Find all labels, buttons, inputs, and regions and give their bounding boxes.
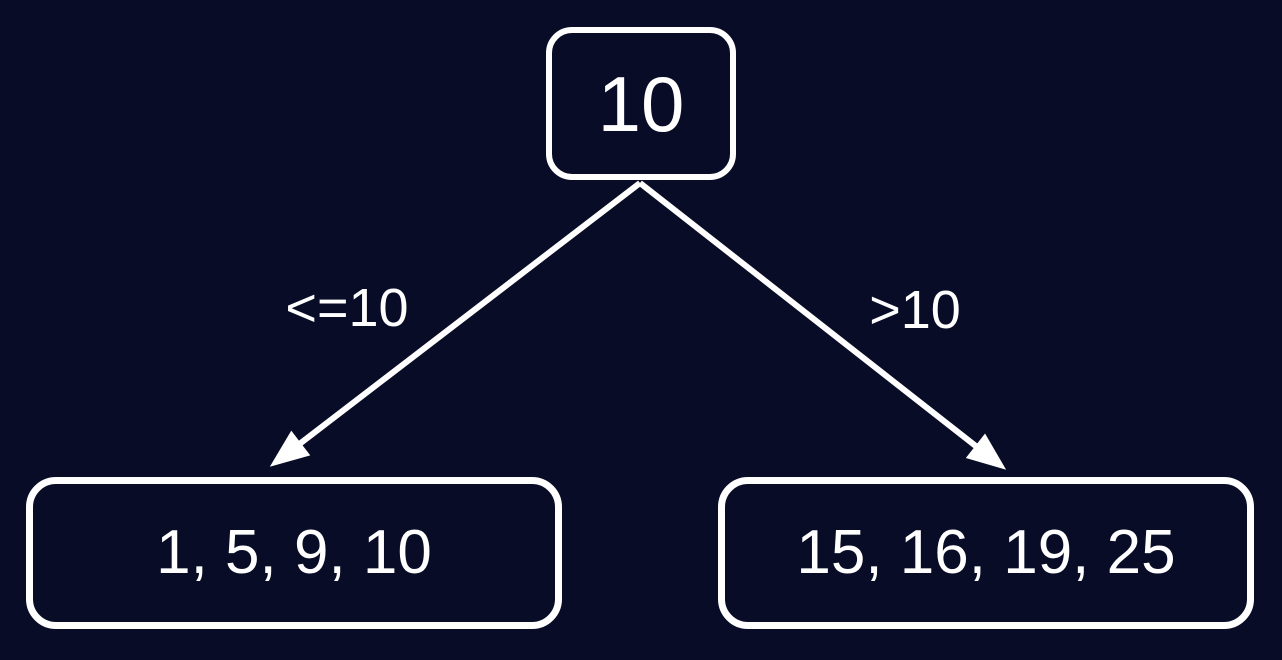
- left-leaf-label: 1, 5, 9, 10: [156, 518, 432, 587]
- right-leaf-node: 15, 16, 19, 25: [718, 477, 1254, 629]
- left-edge-label: <=10: [285, 278, 409, 338]
- right-edge-arrow: [638, 180, 1007, 470]
- right-leaf-label: 15, 16, 19, 25: [796, 518, 1176, 587]
- root-node-label: 10: [597, 59, 685, 148]
- left-leaf-node: 1, 5, 9, 10: [26, 477, 562, 629]
- right-edge-label: >10: [869, 280, 961, 340]
- root-node: 10: [546, 27, 736, 180]
- left-edge-arrow: [269, 180, 642, 467]
